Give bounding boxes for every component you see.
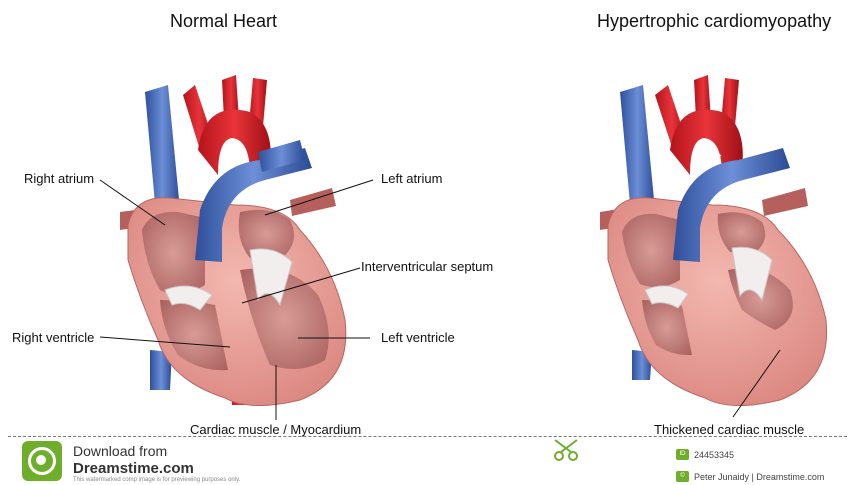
valve-marker <box>231 149 242 159</box>
label-right-atrium: Right atrium <box>24 171 94 186</box>
scissors-icon <box>555 440 577 460</box>
pulmonary-vein-right <box>290 188 336 216</box>
title-normal-heart: Normal Heart <box>170 11 277 32</box>
watermark-note: This watermarked comp image is for previ… <box>73 477 240 483</box>
image-credit: Peter Junaidy | Dreamstime.com <box>694 472 824 482</box>
image-id: 24453345 <box>694 450 734 460</box>
label-left-ventricle: Left ventricle <box>381 330 455 345</box>
normal-heart <box>120 75 346 406</box>
label-left-atrium: Left atrium <box>381 171 442 186</box>
title-hypertrophic: Hypertrophic cardiomyopathy <box>597 11 831 32</box>
pulmonary-vein-right <box>762 188 808 216</box>
download-from-text[interactable]: Download from <box>73 443 167 459</box>
superior-vena-cava <box>620 85 655 215</box>
label-right-ventricle: Right ventricle <box>12 330 94 345</box>
id-badge: ID <box>676 449 689 460</box>
footer-divider <box>8 436 847 437</box>
copyright-badge: © <box>676 471 689 482</box>
superior-vena-cava <box>145 85 180 215</box>
hypertrophic-heart <box>600 75 827 406</box>
dreamstime-logo[interactable] <box>22 441 62 481</box>
brand-link[interactable]: Dreamstime.com <box>73 460 194 477</box>
label-cardiac-muscle: Cardiac muscle / Myocardium <box>190 422 361 437</box>
label-interventricular-septum: Interventricular septum <box>361 259 493 274</box>
label-thickened-muscle: Thickened cardiac muscle <box>654 422 804 437</box>
